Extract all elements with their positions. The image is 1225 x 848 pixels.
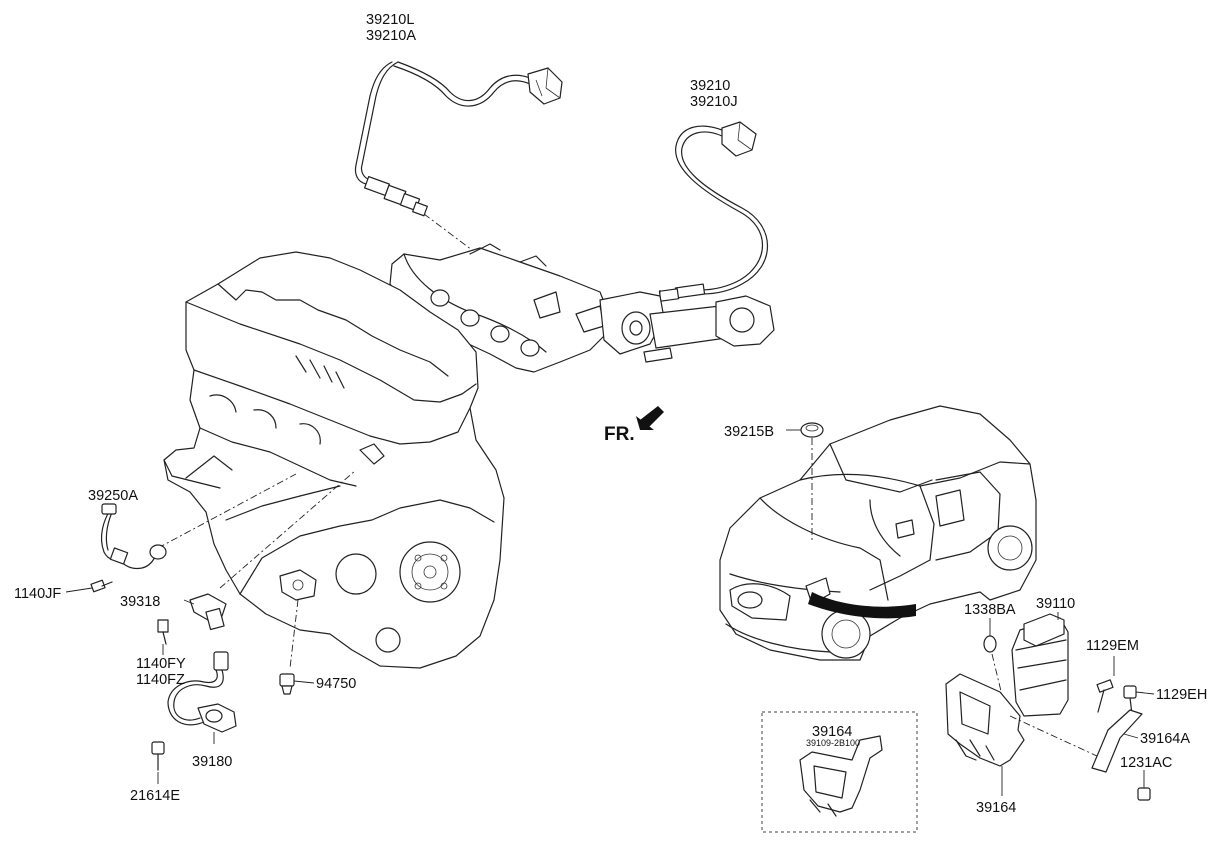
label-inset-39164: 39164 [812,724,852,740]
label-1231AC: 1231AC [1120,755,1172,771]
rear-oxygen-sensor [658,121,768,330]
exhaust-manifold [389,243,775,373]
engine-control-unit [1011,613,1069,717]
label-39164: 39164 [976,800,1016,816]
label-1140JF: 1140JF [14,586,61,602]
label-39210: 39210 [690,78,730,94]
ecu-bracket-39164A [1091,709,1143,773]
label-21614E: 21614E [130,788,180,804]
leader-lines [65,429,1155,796]
front-oxygen-sensor [354,61,563,263]
label-1140FZ: 1140FZ [136,672,185,688]
label-39110: 39110 [1036,596,1075,612]
inset-ecu-bracket [799,735,883,817]
ecu-bracket-39164 [945,673,1025,767]
bolt-1129EM [1096,679,1114,713]
label-94750: 94750 [316,676,356,692]
knock-sensor [167,651,237,733]
bolt-1140FY [157,619,169,645]
label-39250A: 39250A [88,488,138,504]
label-39318: 39318 [120,594,160,610]
label-1129EM: 1129EM [1086,638,1139,654]
front-direction-arrow-icon [636,406,664,430]
bolt-1231AC [1137,787,1151,801]
label-1129EH: 1129EH [1156,687,1207,703]
grommet-39215B [800,422,824,438]
label-39180: 39180 [192,754,232,770]
bolt-1129EH [1123,685,1137,715]
label-39164A: 39164A [1140,731,1190,747]
label-1140FY: 1140FY [136,656,186,672]
bolt-1140JF [90,579,113,593]
bolt-21614E [151,741,165,771]
label-inset-39109-2B100: 39109-2B100 [806,738,860,748]
front-direction-label: FR. [604,424,635,445]
label-39210A: 39210A [366,28,416,44]
vehicle-illustration [719,405,1037,661]
crankshaft-position-sensor [100,503,167,570]
camshaft-position-sensor [189,593,227,631]
label-39215B: 39215B [724,424,774,440]
engine-block [163,251,505,669]
label-1338BA: 1338BA [964,602,1016,618]
nut-1338BA [983,635,997,653]
oil-pressure-switch-94750 [279,673,295,695]
label-39210L: 39210L [366,12,414,28]
label-39210J: 39210J [690,94,738,110]
